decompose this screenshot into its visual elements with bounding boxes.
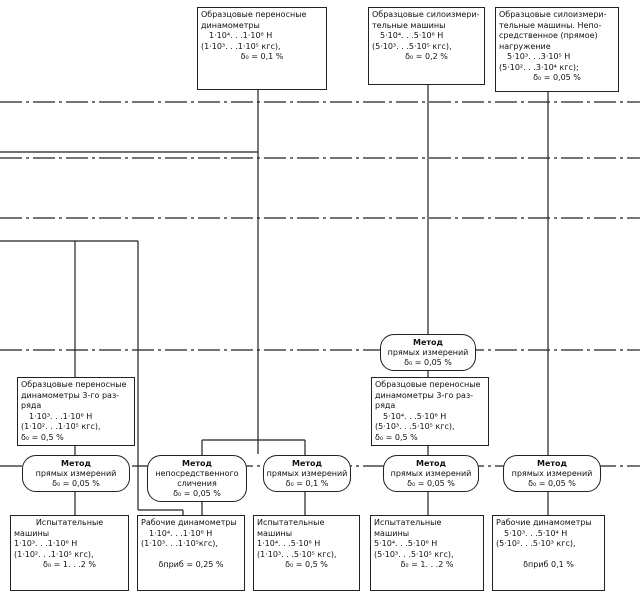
box-title: Рабочие динамометры [141,518,237,527]
range-kgf: (5·10³. . .5·10⁵ кгс), [372,41,452,51]
method-pill-1: Метод прямых измерений δ₀ = 0,05 % [22,455,130,492]
top-box-force-machines: Образцовые силоизмери- тельные машины 5·… [368,7,485,85]
box-title: Образцовые переносные [21,380,127,389]
bottom-box-working-dynamometers-2: Рабочие динамометры 5·10³. . .5·10⁴ Н (5… [492,515,605,591]
range-newton: 5·10⁴. . .5·10⁶ Н [380,31,444,40]
box-title: динамометры 3-го раз- [21,390,120,400]
range-newton: 5·10³. . .5·10⁴ Н [504,528,568,538]
range-kgf: (1·10². . .1·10⁵ кгс), [14,549,94,559]
mid-box-dynamometers-left: Образцовые переносные динамометры 3-го р… [17,377,135,446]
box-title: Образцовые силоизмери- [372,10,480,19]
box-title: нагружение [499,41,551,51]
method-subtitle: прямых измерений [390,469,472,478]
method-subtitle: прямых измерений [511,469,593,478]
range-kgf: (1·10³. . .5·10⁵ кгс), [257,549,337,559]
method-title: Метод [61,459,91,468]
accuracy-value: δ₀ = 1. . .2 % [400,560,454,569]
bottom-box-test-machines-3: Испытательные машины 5·10⁴. . .5·10⁶ Н (… [370,515,484,591]
box-title: Образцовые силоизмери- [499,10,607,19]
box-title: Образцовые переносные [201,10,307,19]
box-title: Испытательные [257,518,325,527]
accuracy-value: δ₀ = 0,05 % [533,73,581,82]
method-pill-4: Метод прямых измерений δ₀ = 0,05 % [383,455,479,492]
range-newton: 1·10³. . .1·10⁶ Н [14,539,78,548]
bottom-box-test-machines-2: Испытательные машины 1·10⁴. . .5·10⁶ Н (… [253,515,360,591]
accuracy-value: δприб 0,1 % [523,559,574,569]
box-title: машины [374,528,410,538]
range-kgf: (1·10³. . .1·10⁵кгс), [141,539,218,548]
range-kgf: (5·10³. . .5·10⁵ кгс), [374,549,454,559]
range-newton: 1·10³. . .1·10⁶ Н [29,411,93,421]
range-newton: 1·10⁴. . .5·10⁶ Н [257,539,321,548]
bottom-box-working-dynamometers-1: Рабочие динамометры 1·10⁴. . .1·10⁶ Н (1… [137,515,245,591]
box-title: Испытательные [35,518,104,527]
method-subtitle: прямых измерений [387,348,469,357]
box-title: динамометры 3-го раз- [375,390,474,400]
accuracy-value: δприб = 0,25 % [158,559,224,569]
method-subtitle: непосредственного [155,469,239,478]
method-pill-2: Метод непосредственного сличения δ₀ = 0,… [147,455,247,502]
range-newton: 5·10³. . .3·10⁵ Н [507,52,571,61]
accuracy-value: δ₀ = 0,5 % [285,560,328,569]
box-title: ряда [375,401,396,410]
range-newton: 5·10⁴. . .5·10⁶ Н [374,539,438,548]
accuracy-value: δ₀ = 0,05 % [407,479,455,488]
range-newton: 1·10⁴. . .1·10⁶ Н [209,31,273,40]
method-pill-5: Метод прямых измерений δ₀ = 0,05 % [503,455,601,492]
box-title: Испытательные [374,518,442,527]
bottom-box-test-machines-1: Испытательные машины 1·10³. . .1·10⁶ Н (… [10,515,129,591]
method-title: Метод [416,459,446,468]
accuracy-value: δ₀ = 0,05 % [528,479,576,488]
range-newton: 1·10⁴. . .1·10⁶ Н [149,528,213,538]
method-pill-3: Метод прямых измерений δ₀ = 0,1 % [263,455,351,492]
accuracy-value: δ₀ = 0,1 % [240,52,284,61]
box-title: машины [257,528,293,538]
range-kgf: (1·10². . .1·10⁵ кгс), [21,422,101,431]
box-title: Рабочие динамометры [496,518,592,527]
mid-box-dynamometers-right: Образцовые переносные динамометры 3-го р… [371,377,489,446]
top-box-force-machines-direct: Образцовые силоизмери- тельные машины. Н… [495,7,619,92]
method-subtitle: прямых измерений [266,469,348,478]
accuracy-value: δ₀ = 0,5 % [375,432,418,442]
method-subtitle: прямых измерений [35,469,117,478]
box-title: Образцовые переносные [375,380,481,389]
method-title: Метод [413,338,443,347]
top-box-dynamometers: Образцовые переносные динамометры 1·10⁴.… [197,7,327,90]
range-newton: 5·10⁴. . .5·10⁶ Н [383,411,447,421]
accuracy-value: δ₀ = 0,05 % [404,358,452,367]
accuracy-value: δ₀ = 0,2 % [405,52,448,61]
accuracy-value: δ₀ = 0,05 % [173,489,221,498]
accuracy-value: δ₀ = 0,1 % [285,479,329,488]
method-direct-measurement-mid: Метод прямых измерений δ₀ = 0,05 % [380,334,476,371]
range-kgf: (5·10². . .3·10⁴ кгс); [499,62,579,72]
box-title: тельные машины [372,20,446,30]
range-kgf: (5·10³. . .5·10⁵ кгс), [375,422,455,431]
method-title: Метод [537,459,567,468]
method-title: Метод [292,459,322,468]
accuracy-value: δ₀ = 0,5 % [21,432,64,442]
accuracy-value: δ₀ = 0,05 % [52,479,100,488]
box-title: машины [14,528,50,538]
box-title: динамометры [201,20,260,30]
accuracy-value: δ₀ = 1. . .2 % [43,560,96,569]
method-subtitle: сличения [177,479,217,488]
box-title: тельные машины. Непо- [499,20,602,30]
method-title: Метод [182,459,212,468]
box-title: средственное (прямое) [499,31,598,40]
range-kgf: (5·10². . .5·10³ кгс), [496,539,576,548]
range-kgf: (1·10³. . .1·10⁵ кгс), [201,41,281,51]
box-title: ряда [21,401,42,410]
